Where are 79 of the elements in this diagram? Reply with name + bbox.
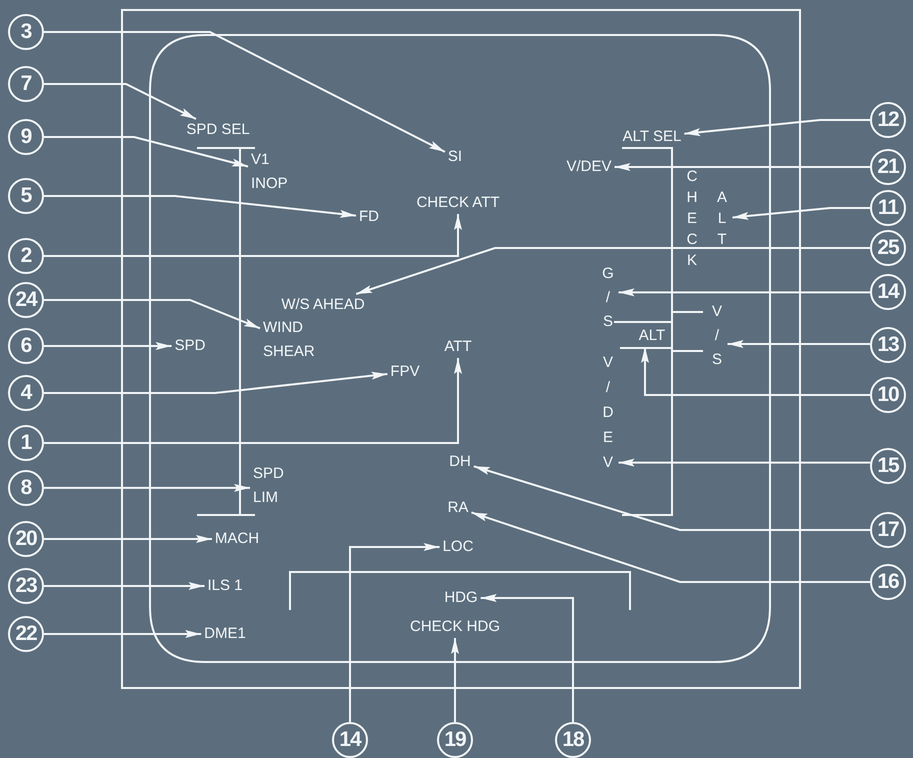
- leader-line: [44, 630, 202, 638]
- display-label: MACH: [214, 530, 260, 548]
- leader-line: [44, 372, 388, 394]
- leader-line: [44, 342, 172, 350]
- display-label: W/S AHEAD: [280, 296, 366, 314]
- leader-line: [732, 207, 870, 220]
- callout-number: 18: [555, 722, 591, 758]
- leader-line: [44, 83, 196, 120]
- vertical-display-label: V/S: [708, 300, 726, 372]
- display-label: CHECK HDG: [408, 618, 501, 636]
- callout-number: 16: [870, 564, 906, 600]
- callout-number: 1: [8, 425, 44, 461]
- leader-line: [641, 347, 870, 396]
- leader-line: [471, 512, 870, 583]
- display-label: DME1: [203, 625, 247, 643]
- callout-number: 7: [8, 66, 44, 102]
- display-label: HDG: [443, 589, 479, 607]
- callout-number: 14: [870, 274, 906, 310]
- callout-number: 12: [870, 102, 906, 138]
- display-label: SI: [446, 148, 464, 166]
- leader-line: [684, 119, 870, 136]
- leader-line: [451, 638, 459, 722]
- display-label: V/DEV: [565, 158, 612, 176]
- display-label: DH: [448, 453, 472, 471]
- leader-line: [618, 458, 870, 467]
- display-label: SPD: [174, 337, 206, 355]
- vertical-display-label: CHECK: [684, 166, 700, 271]
- callout-number: 25: [870, 230, 906, 266]
- leader-line: [614, 163, 870, 171]
- callout-number: 23: [8, 568, 44, 604]
- vertical-display-label: ALT: [714, 187, 730, 250]
- callout-number: 11: [870, 190, 906, 226]
- display-label: CHECK ATT: [415, 194, 501, 212]
- display-label: FPV: [389, 363, 421, 381]
- callout-number: 8: [8, 470, 44, 506]
- leader-line: [618, 288, 870, 296]
- vertical-display-label: V/DEV: [600, 350, 616, 475]
- leader-line: [44, 484, 250, 492]
- display-label: FD: [358, 208, 380, 226]
- leader-line: [44, 195, 356, 218]
- leader-line: [728, 340, 870, 348]
- callout-number: 22: [8, 616, 44, 652]
- callout-number: 3: [8, 14, 44, 50]
- leader-line: [44, 31, 446, 153]
- callout-number: 13: [870, 327, 906, 363]
- callout-number: 21: [870, 149, 906, 185]
- leader-line: [44, 299, 260, 330]
- callout-number: 17: [870, 512, 906, 548]
- display-label: SPD SEL: [185, 121, 251, 139]
- callout-number: 19: [437, 722, 473, 758]
- leader-line: [349, 543, 440, 722]
- callout-number: 15: [870, 448, 906, 484]
- display-label: ALT SEL: [622, 128, 682, 146]
- leader-line: [356, 247, 870, 295]
- display-label: SPD LIM: [252, 462, 285, 510]
- callout-number: 5: [8, 178, 44, 214]
- callout-number: 14: [332, 722, 368, 758]
- display-label: ATT: [443, 338, 473, 356]
- display-label: LOC: [442, 538, 474, 556]
- leader-line: [44, 535, 212, 543]
- leader-line: [44, 358, 462, 444]
- callout-number: 10: [870, 377, 906, 413]
- leader-line: [44, 136, 248, 168]
- callout-number: 9: [8, 119, 44, 155]
- callout-number: 24: [8, 282, 44, 318]
- callout-number: 20: [8, 521, 44, 557]
- display-label: RA: [446, 499, 470, 517]
- vertical-display-label: G/S: [600, 262, 616, 334]
- callout-number: 2: [8, 238, 44, 274]
- leader-line: [44, 214, 462, 257]
- leader-line: [44, 582, 204, 590]
- display-label: WIND SHEAR: [262, 316, 316, 364]
- display-label: ILS 1: [206, 577, 244, 595]
- leader-line: [480, 594, 574, 722]
- callout-number: 4: [8, 375, 44, 411]
- callout-number: 6: [8, 328, 44, 364]
- display-label: V1 INOP: [250, 148, 289, 196]
- leader-line: [474, 465, 870, 531]
- display-label: ALT: [638, 327, 666, 345]
